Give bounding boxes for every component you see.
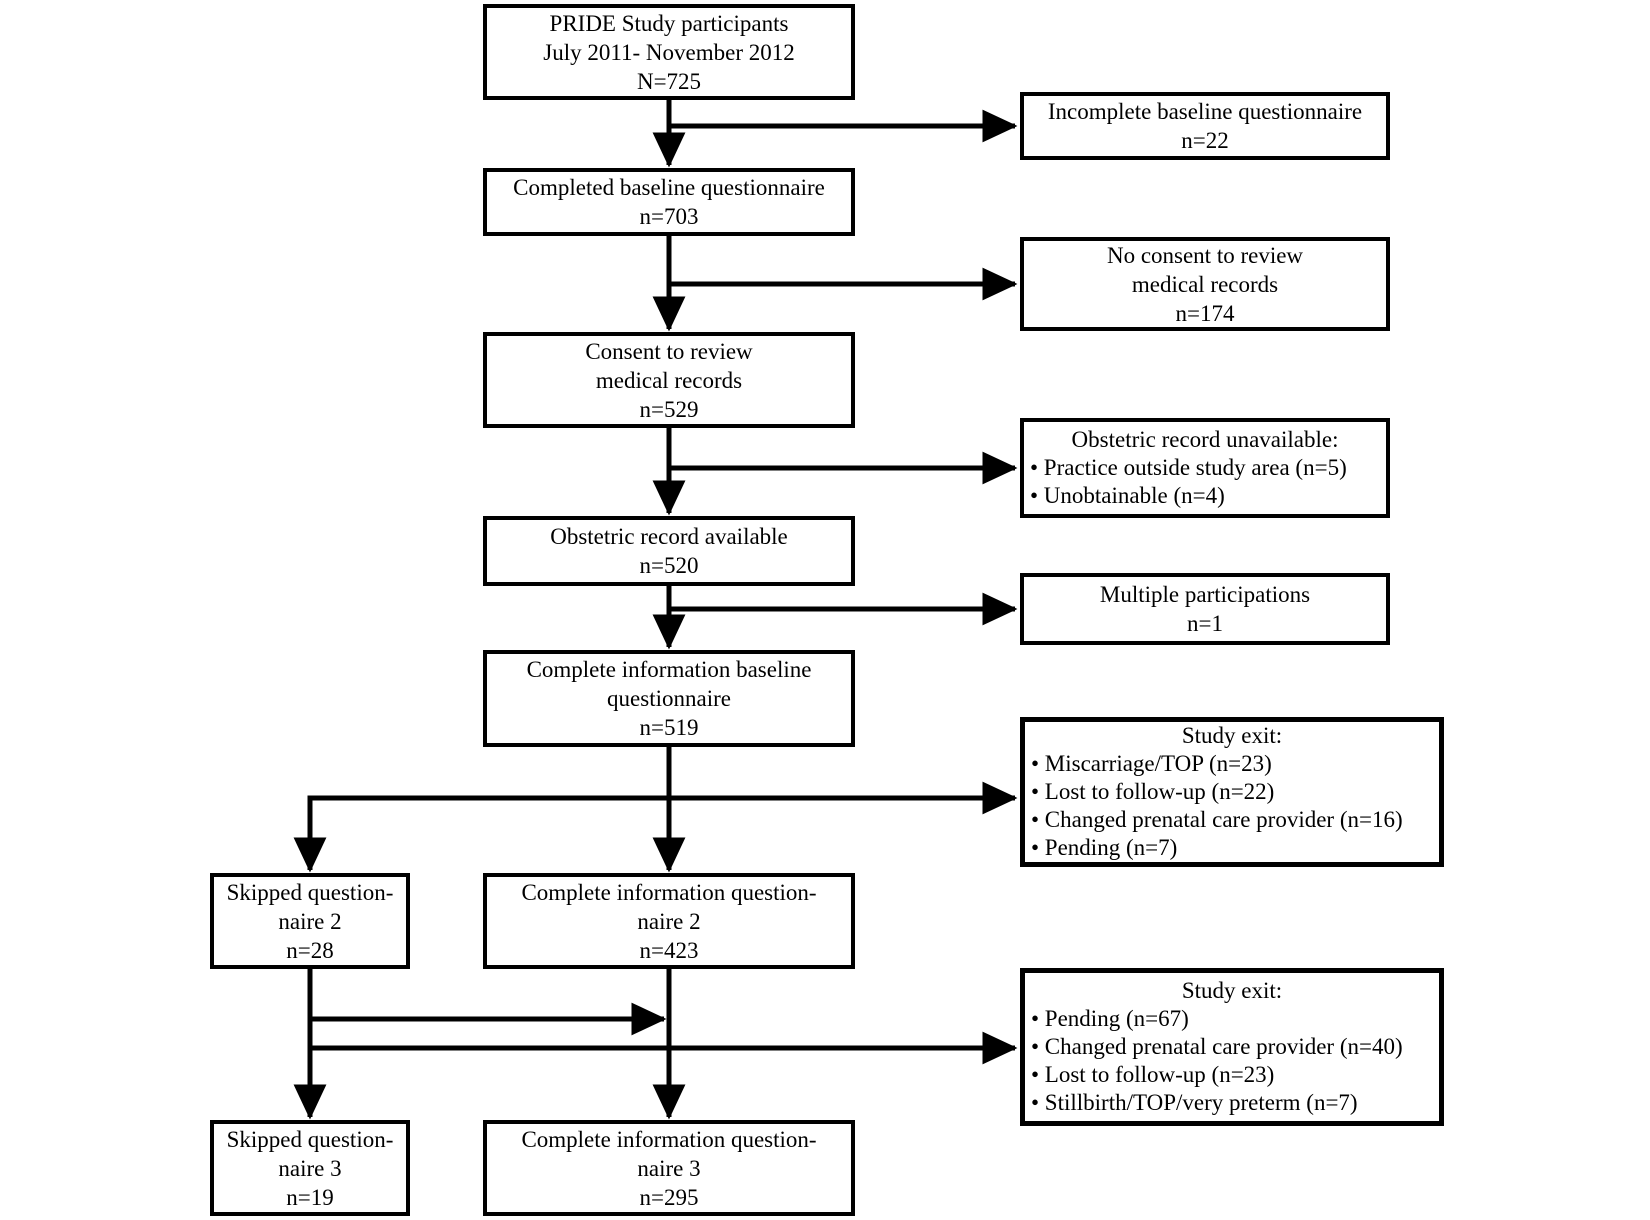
box-text: Skipped question- naire 3 n=19 [226,1126,394,1210]
box-pride-participants: PRIDE Study participants July 2011- Nove… [483,4,855,100]
box-text: Incomplete baseline questionnaire n=22 [1047,99,1363,153]
box-bullets: • Pending (n=67) • Changed prenatal care… [1031,1006,1403,1115]
box-text: Completed baseline questionnaire n=703 [513,175,825,229]
box-consent-review: Consent to review medical records n=529 [483,332,855,428]
box-text: Complete information question- naire 3 n… [521,1126,817,1210]
box-title: Study exit: [1181,723,1283,748]
box-text: Skipped question- naire 2 n=28 [226,879,394,963]
box-complete-questionnaire-3: Complete information question- naire 3 n… [483,1120,855,1216]
box-skipped-questionnaire-3: Skipped question- naire 3 n=19 [210,1120,410,1216]
box-skipped-questionnaire-2: Skipped question- naire 2 n=28 [210,873,410,969]
box-text: Complete information question- naire 2 n… [521,879,817,963]
box-text: Complete information baseline questionna… [526,657,812,740]
box-text: Obstetric record available n=520 [550,524,788,578]
box-complete-questionnaire-2: Complete information question- naire 2 n… [483,873,855,969]
box-text: Multiple participations n=1 [1099,582,1311,636]
box-text: Consent to review medical records n=529 [585,338,753,422]
box-title: Obstetric record unavailable: [1071,427,1339,452]
box-incomplete-baseline: Incomplete baseline questionnaire n=22 [1020,92,1390,160]
box-text: PRIDE Study participants July 2011- Nove… [543,10,795,94]
box-bullets: • Practice outside study area (n=5) • Un… [1030,455,1347,508]
box-study-exit-2: Study exit: • Pending (n=67) • Changed p… [1020,968,1444,1126]
box-completed-baseline: Completed baseline questionnaire n=703 [483,168,855,236]
box-obstetric-unavailable: Obstetric record unavailable: • Practice… [1020,418,1390,518]
box-title: Study exit: [1181,978,1283,1003]
box-no-consent: No consent to review medical records n=1… [1020,237,1390,331]
box-study-exit-1: Study exit: • Miscarriage/TOP (n=23) • L… [1020,717,1444,867]
box-bullets: • Miscarriage/TOP (n=23) • Lost to follo… [1031,751,1403,860]
box-obstetric-available: Obstetric record available n=520 [483,516,855,586]
box-text: No consent to review medical records n=1… [1106,242,1304,326]
box-complete-info-baseline: Complete information baseline questionna… [483,650,855,747]
box-multiple-participations: Multiple participations n=1 [1020,573,1390,645]
